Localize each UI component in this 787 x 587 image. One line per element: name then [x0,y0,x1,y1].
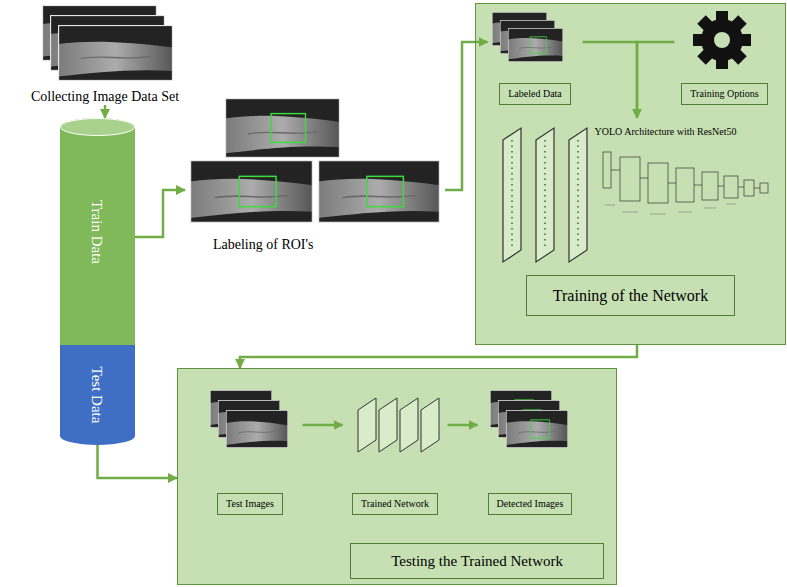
image-stack [42,5,173,81]
detected-images: Detected Images [478,385,583,515]
image-set: Collecting Image Data Set [15,2,195,105]
network-panes [358,398,439,452]
node-label: Labeled Data [499,83,571,105]
panel-ground [177,368,617,585]
node-label: Test Data [89,367,107,424]
image-stack [490,390,568,448]
panel-ground [475,3,786,345]
testing-panel: Testing the Trained Network Test Images Tr… [177,368,617,585]
train-cylinder: Train Data [60,118,135,345]
test-cylinder: Test Data [60,345,135,445]
node-label: Test Images [217,493,283,515]
flow-arrow [637,42,675,118]
flow-arrow [583,42,638,118]
node-label: YOLO Architecture with ResNet50 [595,126,737,138]
image-stack [492,12,563,62]
training-panel: Training of the Network Labeled Data Train… [475,3,786,345]
labeled-images [190,98,440,223]
architecture-sketch [603,152,768,214]
node-label: Collecting Image Data Set [31,88,179,105]
node-label: Labeling of ROI's [213,236,314,253]
flow-arrow [303,424,343,427]
flow-arrow [135,190,185,237]
flow-arrow [445,42,488,190]
node-label: Testing the Trained Network [350,543,604,579]
flow-arrow [98,445,178,478]
node-label: Detected Images [488,493,573,515]
network-architecture: YOLO Architecture with ResNet50 [493,118,778,268]
labeling-step: Labeling of ROI's [185,95,445,253]
node-label: Training Options [681,83,767,105]
flow-arrow [240,345,637,368]
image-stack [210,390,288,448]
labeled-data: Labeled Data [488,8,583,105]
trained-network: Trained Network [343,385,448,515]
network-layers [503,128,587,262]
training-options: Training Options [675,8,775,105]
test-images: Test Images [198,385,303,515]
gear-icon [693,11,751,69]
node-label: Train Data [89,199,107,263]
node-label: Trained Network [352,493,438,515]
flow-arrow [448,424,478,427]
flow-arrow [104,105,107,118]
node-label: Training of the Network [526,275,735,316]
